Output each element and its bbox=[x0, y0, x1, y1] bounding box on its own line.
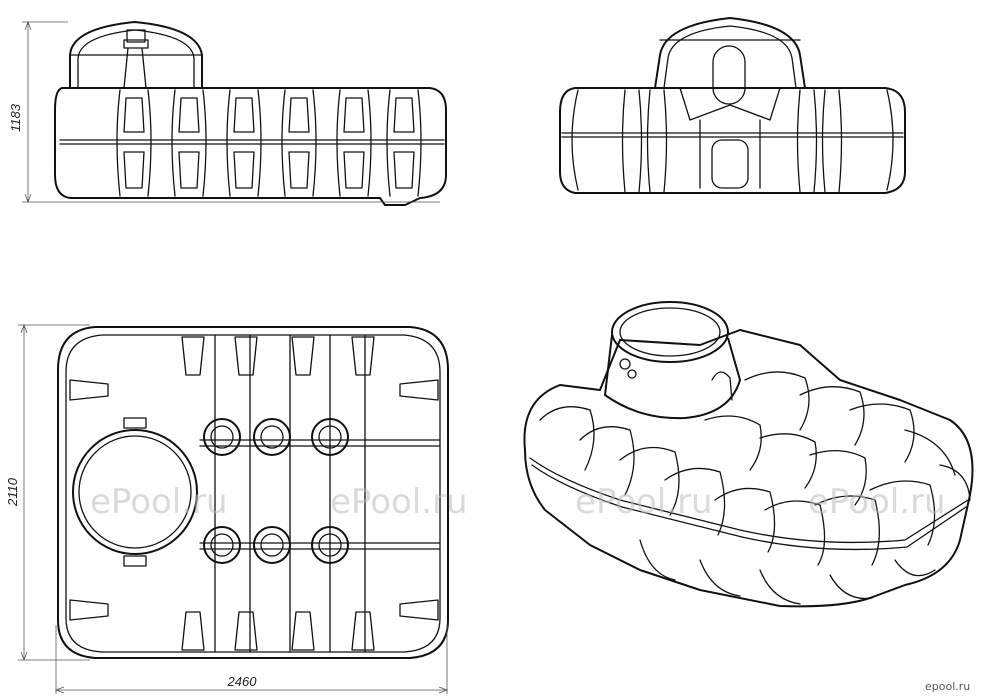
end-rib bbox=[646, 89, 668, 193]
top-rib-west bbox=[69, 379, 109, 401]
boss-core bbox=[260, 425, 284, 449]
watermark-4: ePool.ru bbox=[808, 482, 946, 522]
top-rib-south bbox=[181, 611, 205, 651]
end-rib bbox=[821, 89, 843, 193]
boss-ring bbox=[311, 418, 349, 456]
side-rib-pocket bbox=[343, 97, 365, 189]
side-rib-pocket bbox=[123, 97, 145, 189]
boss-core bbox=[260, 533, 284, 557]
isometric-view bbox=[523, 301, 974, 608]
top-rib-north bbox=[234, 336, 258, 376]
side-rib-pocket bbox=[233, 97, 255, 189]
side-rib bbox=[281, 89, 317, 197]
length-dimension-label: 2460 bbox=[227, 674, 258, 689]
top-rib-east bbox=[399, 599, 439, 621]
top-rib-south bbox=[291, 611, 315, 651]
top-rib-east bbox=[399, 379, 439, 401]
width-dimension-label: 2110 bbox=[5, 477, 20, 507]
top-rib-north bbox=[181, 336, 205, 376]
top-rib-west bbox=[69, 599, 109, 621]
side-rib bbox=[226, 89, 262, 197]
end-rib bbox=[796, 89, 818, 193]
boss-ring bbox=[311, 526, 349, 564]
side-rib-pocket bbox=[393, 97, 415, 189]
end-rib bbox=[621, 89, 643, 193]
boss-core bbox=[318, 425, 342, 449]
top-rib-south bbox=[234, 611, 258, 651]
watermark-3: ePool.ru bbox=[575, 482, 713, 522]
top-rib-south bbox=[351, 611, 375, 651]
width-dimension: 2110 bbox=[5, 323, 90, 662]
length-dimension: 2460 bbox=[54, 625, 449, 694]
watermark-2: ePool.ru bbox=[330, 482, 468, 522]
end-view bbox=[559, 17, 906, 194]
side-rib bbox=[116, 89, 152, 197]
boss-ring bbox=[203, 526, 241, 564]
boss-ring bbox=[203, 418, 241, 456]
watermark-1: ePool.ru bbox=[90, 482, 228, 522]
top-rib-north bbox=[291, 336, 315, 376]
side-rib bbox=[171, 89, 207, 197]
boss-core bbox=[318, 533, 342, 557]
height-dimension: 1183 bbox=[8, 20, 440, 204]
corner-watermark: epool.ru bbox=[925, 680, 970, 693]
height-dimension-label: 1183 bbox=[8, 103, 23, 132]
boss-ring bbox=[253, 418, 291, 456]
side-rib bbox=[336, 89, 372, 197]
boss-core bbox=[210, 425, 234, 449]
boss-core bbox=[210, 533, 234, 557]
top-view bbox=[57, 326, 449, 659]
side-rib bbox=[386, 89, 422, 197]
boss-ring bbox=[253, 526, 291, 564]
side-view bbox=[54, 21, 447, 206]
side-rib-pocket bbox=[178, 97, 200, 189]
watermarks: ePool.ru ePool.ru ePool.ru ePool.ru epoo… bbox=[90, 482, 970, 693]
side-rib-pocket bbox=[288, 97, 310, 189]
top-rib-north bbox=[351, 336, 375, 376]
